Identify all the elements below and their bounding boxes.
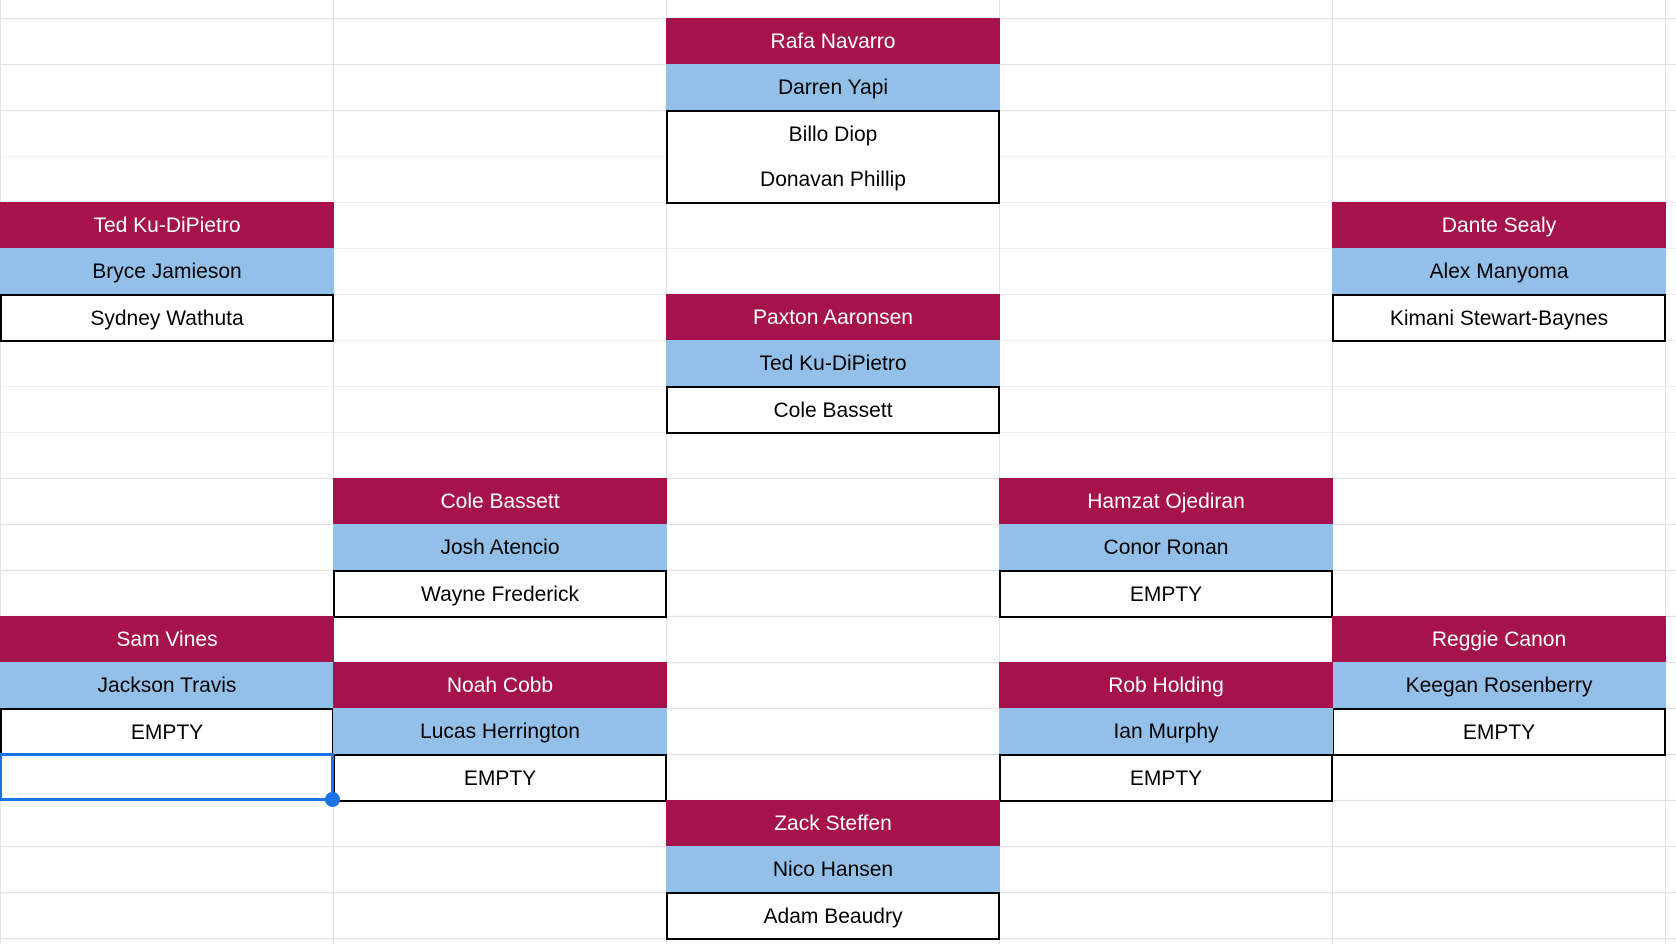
cell-paxton-aaronsen[interactable]: Paxton Aaronsen — [666, 294, 1000, 340]
cell-adam-beaudry[interactable]: Adam Beaudry — [666, 892, 1000, 940]
cell-rob-holding[interactable]: Rob Holding — [999, 662, 1333, 708]
cell-kimani-stewart-baynes[interactable]: Kimani Stewart-Baynes — [1332, 294, 1666, 342]
cell-empty[interactable]: EMPTY — [0, 708, 334, 756]
cell-rafa-navarro[interactable]: Rafa Navarro — [666, 18, 1000, 64]
cell-sydney-wathuta[interactable]: Sydney Wathuta — [0, 294, 334, 342]
cell-jackson-travis[interactable]: Jackson Travis — [0, 662, 334, 708]
cell-zack-steffen[interactable]: Zack Steffen — [666, 800, 1000, 846]
cell-ted-ku-dipietro[interactable]: Ted Ku-DiPietro — [0, 202, 334, 248]
cell-empty[interactable]: EMPTY — [999, 570, 1333, 618]
cell-billo-diop[interactable]: Billo Diop — [666, 110, 1000, 158]
cell-wayne-frederick[interactable]: Wayne Frederick — [333, 570, 667, 618]
cell-nico-hansen[interactable]: Nico Hansen — [666, 846, 1000, 892]
cell-noah-cobb[interactable]: Noah Cobb — [333, 662, 667, 708]
cell-empty[interactable]: EMPTY — [1332, 708, 1666, 756]
cell-alex-manyoma[interactable]: Alex Manyoma — [1332, 248, 1666, 294]
cell-empty[interactable]: EMPTY — [333, 754, 667, 802]
cell-ted-ku-dipietro[interactable]: Ted Ku-DiPietro — [666, 340, 1000, 386]
selection-fill-handle-icon[interactable] — [325, 792, 340, 807]
cell-reggie-canon[interactable]: Reggie Canon — [1332, 616, 1666, 662]
cell-josh-atencio[interactable]: Josh Atencio — [333, 524, 667, 570]
cell-bryce-jamieson[interactable]: Bryce Jamieson — [0, 248, 334, 294]
selected-cell[interactable] — [0, 753, 340, 807]
cell-lucas-herrington[interactable]: Lucas Herrington — [333, 708, 667, 754]
cell-cole-bassett[interactable]: Cole Bassett — [666, 386, 1000, 434]
cell-dante-sealy[interactable]: Dante Sealy — [1332, 202, 1666, 248]
cell-empty[interactable]: EMPTY — [999, 754, 1333, 802]
cell-hamzat-ojediran[interactable]: Hamzat Ojediran — [999, 478, 1333, 524]
cell-darren-yapi[interactable]: Darren Yapi — [666, 64, 1000, 110]
cell-ian-murphy[interactable]: Ian Murphy — [999, 708, 1333, 754]
cell-conor-ronan[interactable]: Conor Ronan — [999, 524, 1333, 570]
cell-cole-bassett[interactable]: Cole Bassett — [333, 478, 667, 524]
cell-donavan-phillip[interactable]: Donavan Phillip — [666, 156, 1000, 204]
cell-keegan-rosenberry[interactable]: Keegan Rosenberry — [1332, 662, 1666, 708]
cell-sam-vines[interactable]: Sam Vines — [0, 616, 334, 662]
